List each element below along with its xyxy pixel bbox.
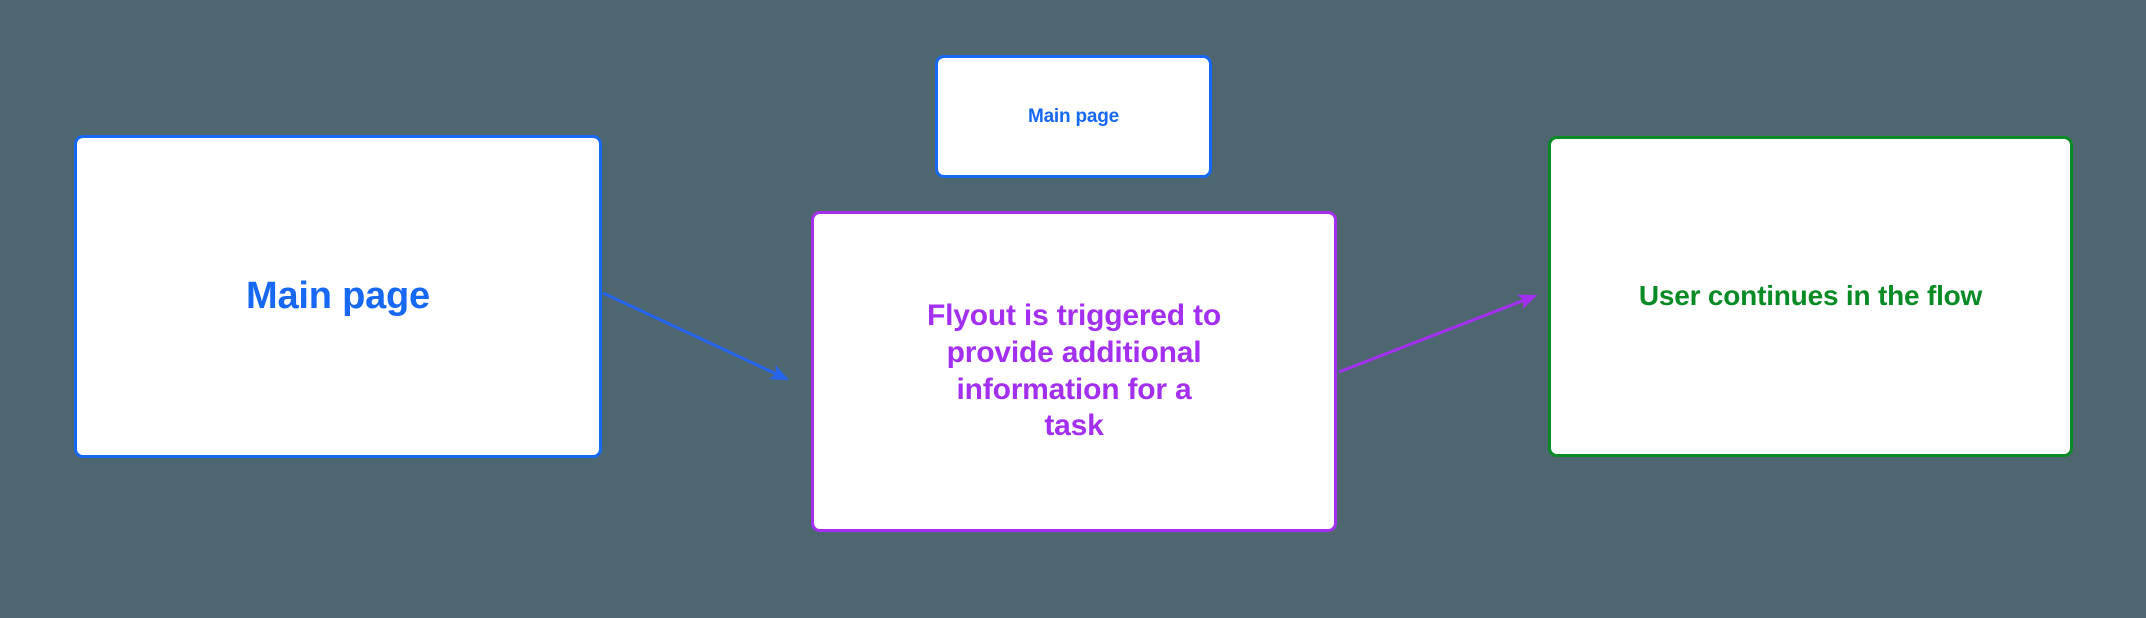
node-flyout[interactable]: Flyout is triggered to provide additiona… (811, 211, 1337, 532)
node-label: User continues in the flow (1638, 280, 1983, 312)
node-main-page-left[interactable]: Main page (74, 135, 602, 458)
edge-main-to-flyout (602, 291, 790, 381)
edge-flyout-to-user (1338, 294, 1538, 374)
node-label: Main page (245, 275, 430, 318)
node-label: Flyout is triggered to provide additiona… (927, 299, 1221, 443)
node-label: Main page (1027, 105, 1120, 127)
node-main-page-top[interactable]: Main page (935, 55, 1212, 178)
node-user-continues[interactable]: User continues in the flow (1548, 136, 2073, 457)
